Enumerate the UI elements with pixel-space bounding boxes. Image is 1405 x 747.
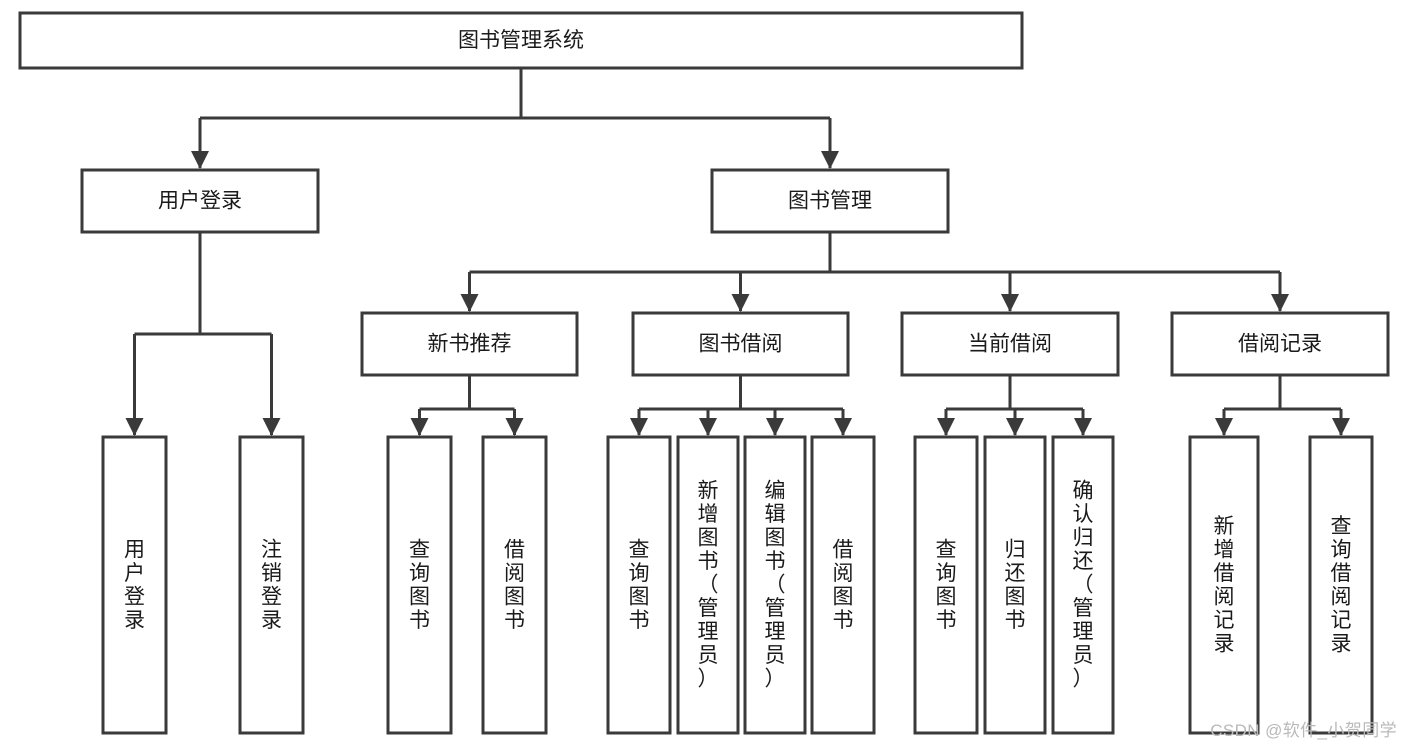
arrow-head-icon-user-login [191, 151, 209, 169]
arrow-head-icon-br-add-record [1215, 418, 1233, 436]
arrow-head-icon-bb-edit-book [766, 418, 784, 436]
node-label-book-borrow: 图书借阅 [699, 333, 783, 356]
arrow-head-icon-nbr-borrow-book [505, 418, 524, 436]
node-label-nbr-query-book: 查询图书 [409, 538, 430, 632]
connector-layer [125, 68, 1350, 436]
node-box-bb-borrow-book [810, 435, 876, 735]
node-box-book-manage [710, 168, 950, 234]
node-box-borrow-record [1170, 311, 1390, 377]
node-label-cb-query-book: 查询图书 [936, 538, 957, 632]
node-root[interactable]: 图书管理系统 [18, 11, 1024, 70]
node-label-cb-return-book: 归还图书 [1005, 538, 1026, 632]
node-user-login-do[interactable]: 用户登录 [101, 435, 168, 735]
node-box-root [18, 11, 1024, 70]
node-label-borrow-record: 借阅记录 [1238, 333, 1322, 356]
arrow-head-icon-cb-query-book [937, 418, 955, 436]
node-nbr-borrow-book[interactable]: 借阅图书 [481, 435, 548, 735]
arrow-head-icon-book-manage [821, 151, 839, 169]
node-label-current-borrow: 当前借阅 [968, 333, 1052, 356]
node-current-borrow[interactable]: 当前借阅 [900, 311, 1120, 377]
arrow-head-icon-br-query-record [1332, 418, 1350, 436]
node-label-user-logout: 注销登录 [261, 538, 282, 632]
node-label-new-book-recommend: 新书推荐 [428, 333, 512, 356]
node-box-user-login-do [101, 435, 168, 735]
node-cb-query-book[interactable]: 查询图书 [913, 435, 979, 735]
node-user-logout[interactable]: 注销登录 [238, 435, 305, 735]
node-box-br-add-record [1188, 435, 1260, 735]
node-box-new-book-recommend [360, 311, 579, 377]
arrow-head-icon-user-logout [262, 418, 281, 436]
node-br-query-record[interactable]: 查询借阅记录 [1308, 435, 1374, 735]
arrow-head-icon-user-login-do [125, 418, 144, 436]
node-box-nbr-borrow-book [481, 435, 548, 735]
arrow-head-icon-bb-borrow-book [834, 418, 852, 436]
node-box-current-borrow [900, 311, 1120, 377]
node-bb-add-book[interactable]: 新增图书（管理员） [676, 435, 740, 735]
node-box-book-borrow [631, 311, 850, 377]
node-box-cb-query-book [913, 435, 979, 735]
node-book-manage[interactable]: 图书管理 [710, 168, 950, 234]
node-box-bb-query-book [606, 435, 672, 735]
arrow-head-icon-nbr-query-book [410, 418, 429, 436]
node-bb-borrow-book[interactable]: 借阅图书 [810, 435, 876, 735]
node-borrow-record[interactable]: 借阅记录 [1170, 311, 1390, 377]
node-new-book-recommend[interactable]: 新书推荐 [360, 311, 579, 377]
arrow-head-icon-bb-add-book [699, 418, 717, 436]
node-label-bb-edit-book: 编辑图书（管理员） [765, 480, 786, 691]
node-label-user-login-do: 用户登录 [124, 538, 145, 632]
arrow-head-icon-bb-query-book [630, 418, 648, 436]
node-box-nbr-query-book [386, 435, 453, 735]
node-box-cb-confirm-return [1051, 435, 1115, 735]
node-label-user-login: 用户登录 [158, 190, 242, 213]
csdn-watermark: CSDN @软件_小贺同学 [1210, 721, 1397, 740]
arrow-head-icon-borrow-record [1271, 294, 1289, 312]
arrow-head-icon-cb-return-book [1006, 418, 1024, 436]
node-label-nbr-borrow-book: 借阅图书 [504, 538, 525, 632]
arrow-head-icon-new-book-recommend [460, 294, 479, 312]
node-bb-query-book[interactable]: 查询图书 [606, 435, 672, 735]
node-box-bb-add-book [676, 435, 740, 735]
node-label-root: 图书管理系统 [458, 29, 584, 52]
node-cb-confirm-return[interactable]: 确认归还（管理员） [1051, 435, 1115, 735]
node-label-bb-add-book: 新增图书（管理员） [698, 480, 719, 691]
node-box-bb-edit-book [743, 435, 807, 735]
node-nbr-query-book[interactable]: 查询图书 [386, 435, 453, 735]
node-br-add-record[interactable]: 新增借阅记录 [1188, 435, 1260, 735]
node-label-book-manage: 图书管理 [788, 190, 872, 213]
arrow-head-icon-book-borrow [731, 294, 750, 312]
node-user-login[interactable]: 用户登录 [80, 168, 320, 234]
node-label-bb-borrow-book: 借阅图书 [833, 538, 854, 632]
arrow-head-icon-current-borrow [1001, 294, 1019, 312]
node-label-bb-query-book: 查询图书 [629, 538, 650, 632]
node-box-user-login [80, 168, 320, 234]
node-box-user-logout [238, 435, 305, 735]
node-box-cb-return-book [983, 435, 1047, 735]
node-layer: 图书管理系统用户登录图书管理用户登录注销登录新书推荐查询图书借阅图书图书借阅查询… [18, 11, 1390, 735]
node-cb-return-book[interactable]: 归还图书 [983, 435, 1047, 735]
node-box-br-query-record [1308, 435, 1374, 735]
node-label-br-query-record: 查询借阅记录 [1331, 515, 1352, 656]
node-book-borrow[interactable]: 图书借阅 [631, 311, 850, 377]
arrow-head-icon-cb-confirm-return [1074, 418, 1092, 436]
node-label-br-add-record: 新增借阅记录 [1214, 515, 1235, 656]
node-bb-edit-book[interactable]: 编辑图书（管理员） [743, 435, 807, 735]
node-label-cb-confirm-return: 确认归还（管理员） [1073, 480, 1094, 691]
